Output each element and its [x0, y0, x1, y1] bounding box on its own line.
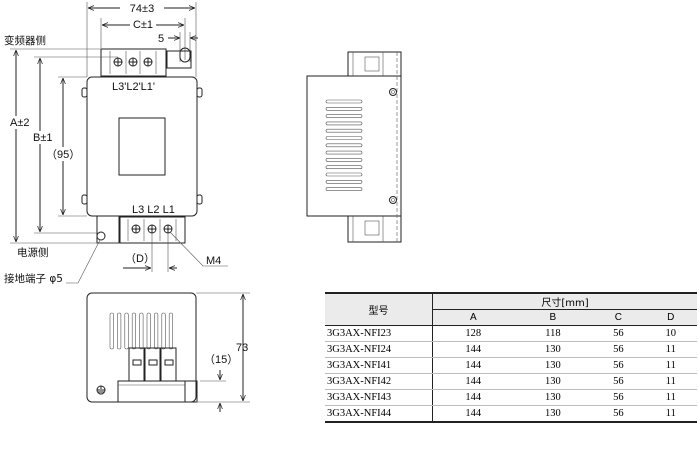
dim-d-label: （D） — [125, 252, 155, 265]
vent-slot — [325, 136, 363, 140]
vent-slot — [131, 312, 136, 350]
header-dimensions: 尺寸[mm] — [432, 292, 697, 310]
cell-a: 128 — [432, 325, 514, 342]
bottom-view: 73 （15） — [86, 292, 250, 412]
vent-slot — [161, 312, 166, 350]
cell-model: 3G3AX-NFI44 — [325, 405, 433, 423]
input-terminals-label: L3 L2 L1 — [132, 204, 175, 216]
dim-a-label: A±2 — [10, 117, 30, 129]
cell-c: 56 — [592, 341, 645, 358]
side-view — [306, 51, 402, 243]
cell-d: 11 — [644, 357, 697, 374]
vent-slot — [325, 172, 363, 177]
cell-d: 10 — [644, 325, 697, 342]
vent-slot — [109, 312, 114, 350]
vent-slot — [325, 180, 363, 184]
vent-slot — [325, 165, 363, 169]
header-a: A — [432, 309, 514, 326]
cell-b: 130 — [513, 357, 593, 374]
cell-c: 56 — [592, 357, 645, 374]
cell-b: 130 — [513, 389, 593, 406]
cell-model: 3G3AX-NFI23 — [325, 325, 433, 342]
header-d: D — [644, 309, 697, 326]
vent-slot — [146, 312, 151, 350]
dim-95-label: （95） — [46, 148, 80, 161]
cell-a: 144 — [432, 341, 514, 358]
dim-5-label: 5 — [158, 33, 164, 45]
cell-b: 118 — [513, 325, 593, 342]
inverter-side-label: 变频器侧 — [4, 34, 46, 47]
vent-slot — [168, 312, 173, 350]
dim-c-label: C±1 — [133, 19, 153, 31]
ground-hole — [96, 231, 106, 241]
cell-d: 11 — [644, 341, 697, 358]
cell-b: 130 — [513, 405, 593, 423]
cell-d: 11 — [644, 389, 697, 406]
cell-model: 3G3AX-NFI42 — [325, 373, 433, 390]
cell-c: 56 — [592, 325, 645, 342]
vent-slot — [325, 128, 363, 133]
header-c: C — [592, 309, 645, 326]
vent-slot — [325, 150, 363, 155]
header-model: 型号 — [325, 292, 433, 326]
vent-slot — [325, 158, 363, 162]
cell-d: 11 — [644, 373, 697, 390]
dim-73-label: 73 — [236, 342, 248, 354]
vent-slot — [325, 107, 363, 111]
vent-slot — [325, 99, 363, 104]
dim-width-label: 74±3 — [130, 3, 154, 15]
output-terminals-label: L3'L2'L1' — [112, 81, 155, 93]
cell-c: 56 — [592, 373, 645, 390]
vent-slot — [325, 114, 363, 118]
ground-terminal-label: 接地端子 φ5 — [4, 272, 63, 285]
cell-d: 11 — [644, 405, 697, 423]
vent-slot — [139, 312, 144, 350]
cell-model: 3G3AX-NFI43 — [325, 389, 433, 406]
cell-a: 144 — [432, 357, 514, 374]
cell-a: 144 — [432, 389, 514, 406]
cell-a: 144 — [432, 373, 514, 390]
vent-slot — [325, 121, 363, 126]
vent-slot — [117, 312, 122, 350]
cell-a: 144 — [432, 405, 514, 423]
cell-b: 130 — [513, 341, 593, 358]
cell-c: 56 — [592, 405, 645, 423]
vent-slot — [124, 312, 129, 350]
m4-label: M4 — [206, 255, 221, 267]
front-view: 74±3 C±1 5 变频器侧 L3'L2'L1' L3 L2 L1 — [4, 1, 228, 285]
cell-b: 130 — [513, 373, 593, 390]
cell-model: 3G3AX-NFI41 — [325, 357, 433, 374]
cell-c: 56 — [592, 389, 645, 406]
power-side-label: 电源侧 — [17, 246, 49, 259]
header-b: B — [513, 309, 593, 326]
vent-slot — [325, 187, 363, 191]
vent-slot — [325, 143, 363, 148]
vent-slot — [154, 312, 159, 350]
cell-model: 3G3AX-NFI24 — [325, 341, 433, 358]
dim-b-label: B±1 — [33, 132, 53, 144]
label-window — [118, 117, 166, 176]
dim-15-label: （15） — [204, 353, 238, 366]
